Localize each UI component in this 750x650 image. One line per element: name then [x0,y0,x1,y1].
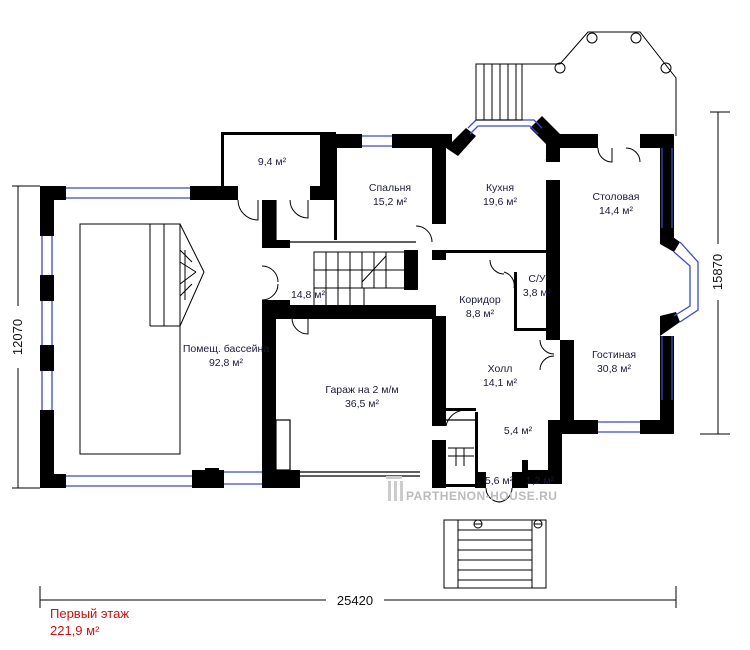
bedroom-name: Спальня [369,182,411,194]
pool-name: Помещ. бассейна [183,343,270,355]
terrace [522,31,677,136]
garage-area: 36,5 м² [345,398,380,410]
dimension-right: 15870 [710,254,725,290]
dimension-left: 12070 [10,319,25,355]
pool [79,223,205,455]
hall-stair-area: 14,8 м² [291,289,326,301]
walls [40,116,680,488]
floor-area: 221,9 м² [50,623,100,638]
pool-area: 92,8 м² [209,357,244,369]
kitchen-area: 19,6 м² [483,196,518,208]
wc-area: 3,8 м² [523,287,552,299]
living-name: Гостиная [592,349,636,361]
dining-name: Столовая [593,191,640,203]
closet-area: 1,2 м² [526,475,555,487]
windows [41,119,699,487]
corridor-area: 8,8 м² [466,308,495,320]
garage-name: Гараж на 2 м/м [325,384,398,396]
entry-area: 5,6 м² [485,475,514,487]
lobby-name: Холл [488,363,513,375]
watermark-text: PARTHENON-HOUSE.RU [406,489,557,503]
corridor-name: Коридор [459,294,501,306]
dimension-bottom: 25420 [337,593,373,608]
room-labels: 9,4 м² Спальня 15,2 м² Кухня 19,6 м² Сто… [183,156,640,487]
vestibule-area: 5,4 м² [504,425,533,437]
watermark: PARTHENON-HOUSE.RU [386,476,557,503]
stairs [313,63,547,589]
storage-area: 9,4 м² [258,156,287,168]
dining-area: 14,4 м² [599,205,634,217]
wc-name: С/У [528,273,546,285]
bedroom-area: 15,2 м² [373,196,408,208]
doors [237,145,641,529]
lobby-area: 14,1 м² [483,377,518,389]
kitchen-name: Кухня [486,182,514,194]
living-area: 30,8 м² [597,363,632,375]
floor-title: Первый этаж [50,606,130,621]
